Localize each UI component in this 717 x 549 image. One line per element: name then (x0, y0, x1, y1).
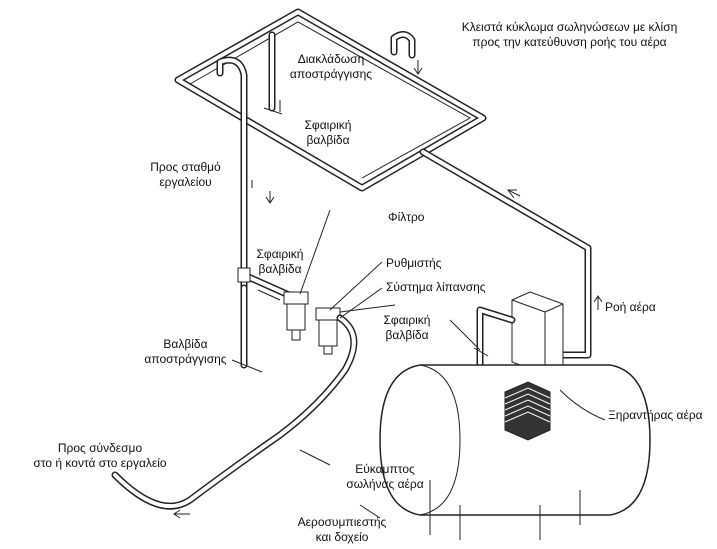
drain-valve-line-2: αποστράγγισης (144, 352, 227, 366)
air-dryer-label: Ξηραντήρας αέρα (608, 408, 703, 422)
supply-pipe (419, 148, 592, 359)
drain-branch-line-1: Διακλάδωση (297, 52, 365, 66)
to-tool-station-line-1: Προς σταθμό (150, 160, 221, 174)
filter-label: Φίλτρο (388, 210, 425, 224)
ball-valve-top-line-1: Σφαιρική (304, 118, 352, 132)
ball-valve-mid-label: Σφαιρική βαλβίδα (245, 247, 315, 277)
to-tool-station-line-2: εργαλείου (159, 175, 212, 189)
compressor-tank-label: Αεροσυμπιεστής και δοχείο (282, 515, 402, 545)
to-connection-label: Προς σύνδεσμο στο ή κοντά στο εργαλείο (20, 441, 180, 471)
flexible-hose-line-2: σωλήνας αέρα (346, 477, 424, 491)
gooseneck-right (390, 31, 416, 59)
flexible-hose (111, 314, 358, 510)
ball-valve-mid-line-1: Σφαιρική (256, 247, 304, 261)
air-flow-label: Ροή αέρα (605, 300, 656, 314)
drain-leg (231, 284, 263, 373)
compressor-tank (379, 364, 651, 540)
to-connection-line-2: στο ή κοντά στο εργαλείο (33, 456, 167, 470)
compressor-tank-line-1: Αεροσυμπιεστής (297, 515, 387, 529)
regulator-unit (315, 307, 341, 355)
leader-lines (257, 100, 606, 519)
flow-arrows (173, 60, 603, 519)
ball-valve-top-label: Σφαιρική βαλβίδα (293, 118, 363, 148)
ball-valve-right-label: Σφαιρική βαλβίδα (372, 313, 442, 343)
ball-valve-top-line-2: βαλβίδα (306, 133, 350, 147)
closed-loop-label: Κλειστά κύκλωμα σωληνώσεων με κλίση προς… (427, 20, 712, 50)
flexible-hose-line-1: Εύκαμπτος (355, 462, 415, 476)
closed-loop-line-2: προς την κατεύθυνση ροής του αέρα (472, 35, 667, 49)
filter-unit (283, 291, 309, 341)
regulator-label: Ρυθμιστής (386, 256, 442, 270)
flexible-hose-label: Εύκαμπτος σωλήνας αέρα (330, 462, 440, 492)
drain-branch-line-2: αποστράγγισης (289, 67, 373, 81)
ball-valve-right-line-1: Σφαιρική (383, 313, 431, 327)
to-connection-line-1: Προς σύνδεσμο (57, 441, 143, 455)
compressor-tank-line-2: και δοχείο (315, 530, 369, 544)
drain-branch (263, 31, 283, 115)
tank-outlet-pipe (473, 306, 516, 384)
drain-valve-line-1: Βαλβίδα (163, 337, 208, 351)
ball-valve-mid-line-2: βαλβίδα (258, 262, 302, 276)
air-dryer-unit (511, 291, 564, 375)
drain-valve-label: Βαλβίδα αποστράγγισης (138, 337, 233, 367)
closed-loop-line-1: Κλειστά κύκλωμα σωληνώσεων με κλίση (461, 20, 678, 34)
lubrication-label: Σύστημα λίπανσης (386, 280, 486, 294)
drain-branch-label: Διακλάδωση αποστράγγισης (281, 52, 381, 82)
closed-loop-piping (174, 8, 487, 192)
to-tool-station-label: Προς σταθμό εργαλείου (143, 160, 228, 190)
ball-valve-right-line-2: βαλβίδα (385, 328, 429, 342)
compressor-fins (504, 381, 551, 441)
gooseneck-left (216, 56, 248, 292)
